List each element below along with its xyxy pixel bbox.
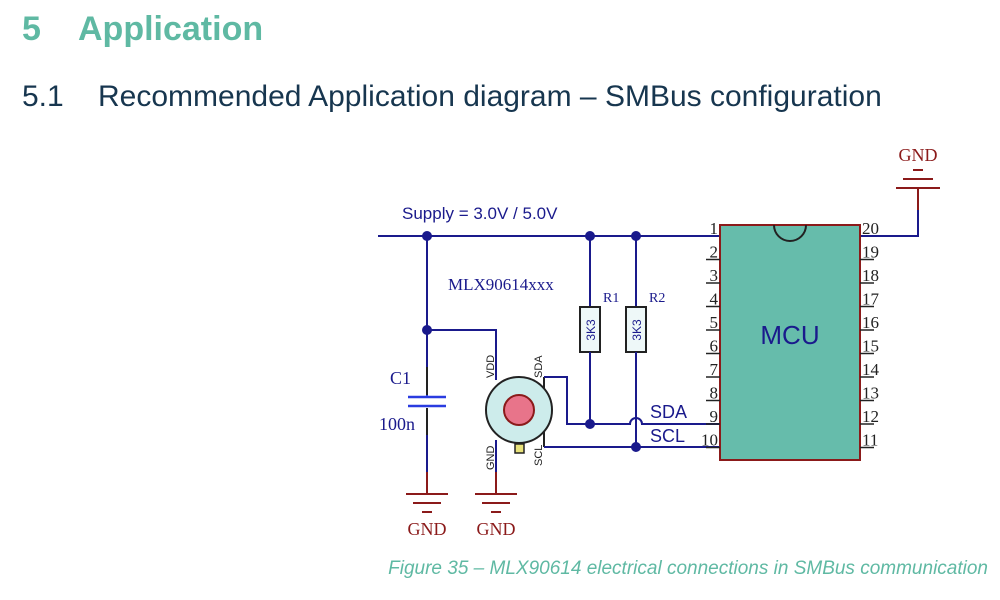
pin-label-sda: SDA [533,355,545,378]
ground-label: GND [408,519,447,539]
pin-label-gnd: GND [485,446,497,471]
ground-symbol [896,169,940,210]
mcu-pin-number: 7 [710,360,719,379]
ground-label: GND [899,145,938,165]
supply-label: Supply = 3.0V / 5.0V [402,204,558,223]
mcu-pin-number: 2 [710,243,719,262]
mcu-label: MCU [760,320,819,350]
figure-caption: Figure 35 – MLX90614 electrical connecti… [388,558,988,579]
sda-wire [544,376,720,425]
resistor-r2-name: R2 [649,291,665,306]
mcu-pin-number: 14 [862,360,880,379]
capacitor-name: C1 [390,368,411,388]
mcu-pin-number: 18 [862,266,879,285]
mcu-pin-number: 19 [862,243,879,262]
mcu-pin-number: 11 [862,431,878,450]
mcu-pin-number: 16 [862,313,879,332]
mcu-pin-number: 4 [710,290,719,309]
mcu-pin-number: 8 [710,384,719,403]
resistor-r2-value: 3K3 [630,319,644,341]
mcu-pin-number: 1 [710,219,719,238]
mcu-pin-number: 10 [701,431,718,450]
mcu-pin-number: 9 [710,407,719,426]
resistor-r1-name: R1 [603,291,619,306]
mcu-gnd-wire [860,210,919,237]
mcu-pin-number: 5 [710,313,719,332]
mcu-pin-number: 13 [862,384,879,403]
subsection-number: 5.1 [22,80,64,113]
resistor-r1-value: 3K3 [584,319,598,341]
sensor-label: MLX90614xxx [448,275,554,294]
ground-symbol [406,493,448,513]
mcu-pin-number: 17 [862,290,880,309]
section-title: Application [78,10,264,48]
mcu-pin-number: 20 [862,219,879,238]
mcu-pin-number: 12 [862,407,879,426]
subsection-heading: 5.1 Recommended Application diagram – SMB… [22,80,882,114]
ground-symbol [475,493,517,513]
capacitor-c1 [408,395,446,408]
sda-bus-label: SDA [650,402,687,422]
pin-label-vdd: VDD [485,355,497,378]
mcu-pin-number: 15 [862,337,879,356]
capacitor-value: 100n [379,414,415,434]
mcu-chip [719,224,861,461]
resistor-r1 [579,236,601,424]
resistor-r2 [625,236,647,447]
mcu-pin-number: 3 [710,266,719,285]
section-heading: 5 Application [22,10,263,49]
vdd-wire [427,329,497,380]
subsection-title: Recommended Application diagram – SMBus … [98,80,882,113]
junction-dot [585,419,595,429]
mcu-pin-number: 6 [710,337,719,356]
mlx90614-sensor [485,376,553,494]
junction-dot [631,442,641,452]
scl-bus-label: SCL [650,426,685,446]
pin-label-scl: SCL [533,445,545,466]
section-number: 5 [22,10,41,48]
ground-label: GND [477,519,516,539]
